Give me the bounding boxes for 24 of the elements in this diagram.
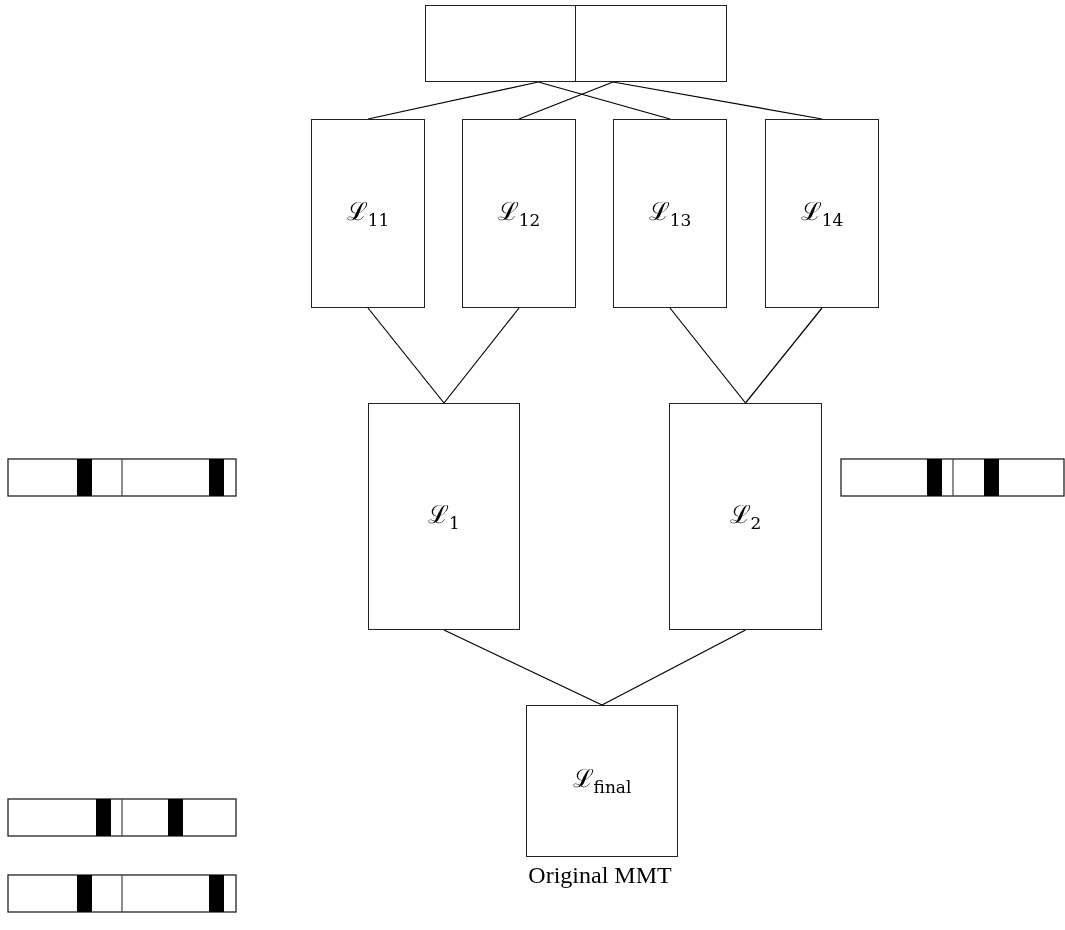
process-box (765, 119, 879, 308)
process-box (613, 119, 727, 308)
caption: Original MMT (527, 862, 673, 889)
process-box (311, 119, 425, 308)
box-label: ℒ$_{12}$ (497, 198, 541, 229)
box-label: ℒ$_{13}$ (648, 198, 692, 229)
connector-line (537, 81, 671, 120)
box-label: ℒ$_{2}$ (729, 501, 762, 532)
process-box (368, 403, 520, 630)
process-box (526, 705, 678, 857)
box-label: ℒ$_{14}$ (800, 198, 844, 229)
connector-line (443, 629, 603, 706)
box-label: ℒ$_{11}$ (346, 198, 390, 229)
connector-line (443, 307, 520, 404)
connector-line (518, 81, 614, 120)
connector-line (367, 307, 445, 404)
box-label: ℒ$_{1}$ (428, 501, 460, 532)
process-box (669, 403, 822, 630)
box-label: ℒ$_{final}$ (572, 766, 632, 796)
connector-line (601, 629, 747, 706)
connector-line (669, 307, 747, 404)
connector-line (744, 307, 823, 404)
connector-line (367, 81, 539, 120)
process-box (462, 119, 576, 308)
